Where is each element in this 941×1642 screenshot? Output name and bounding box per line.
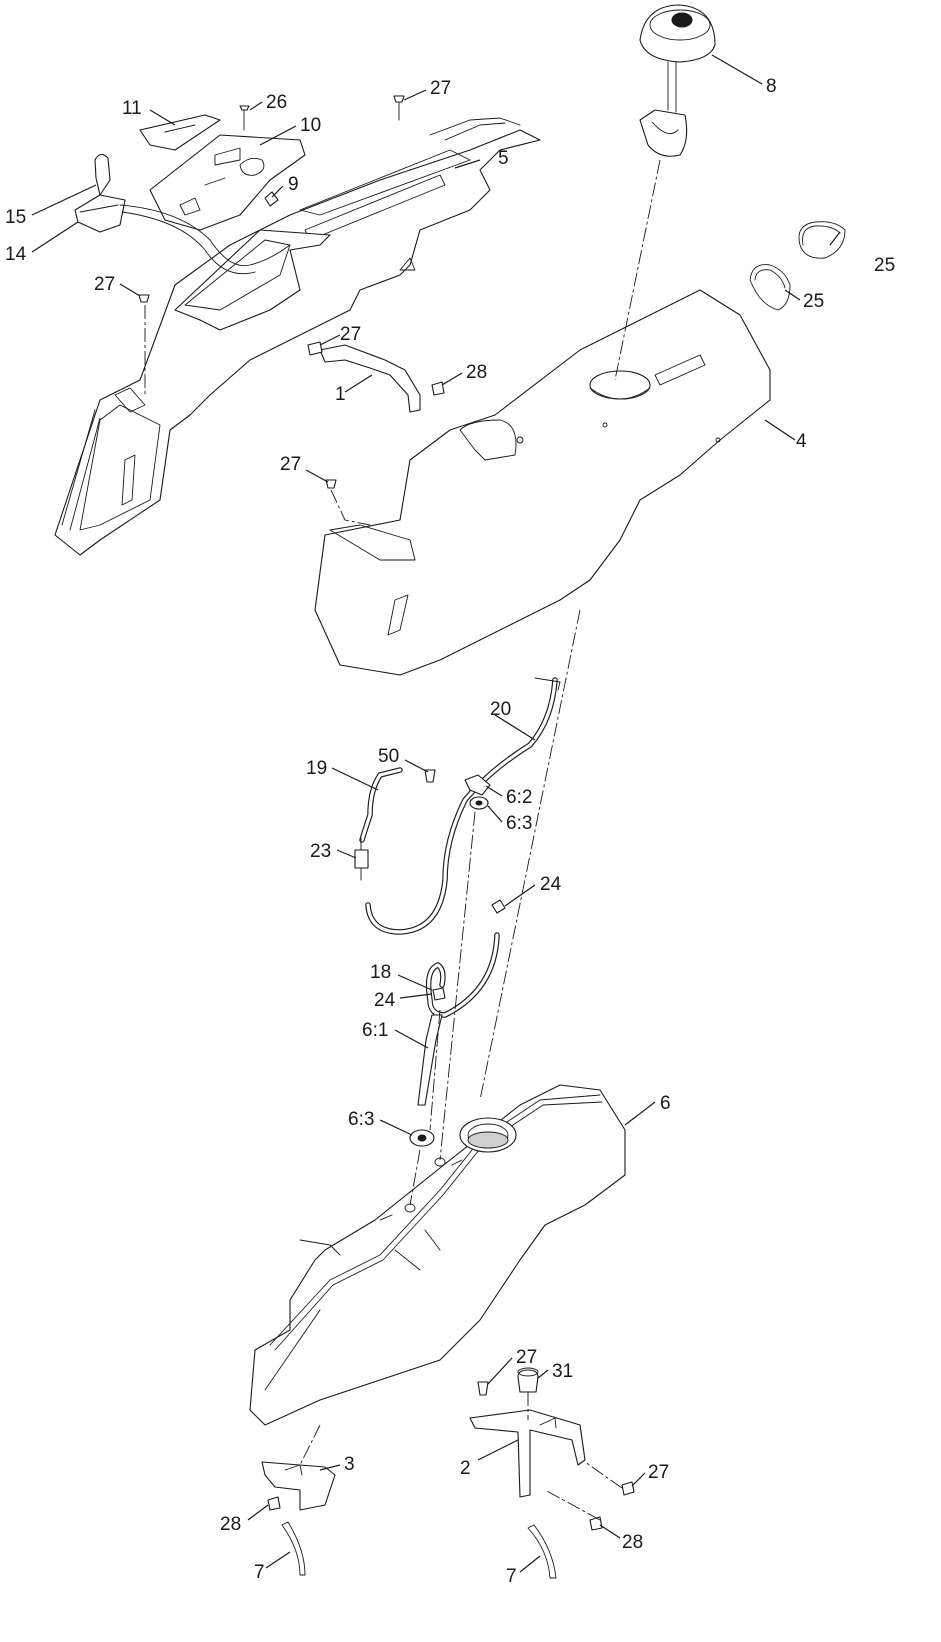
callout-20: 20 bbox=[490, 699, 511, 720]
fastener-28-upper bbox=[431, 381, 445, 396]
callout-27: 27 bbox=[94, 274, 115, 295]
callout-4: 4 bbox=[796, 431, 807, 452]
fastener-26-screw bbox=[239, 105, 250, 131]
callout-50: 50 bbox=[378, 746, 399, 767]
callout-5: 5 bbox=[498, 148, 509, 169]
callout-6-3: 6:3 bbox=[348, 1109, 374, 1130]
part-11-plate bbox=[139, 114, 221, 151]
leader-lines bbox=[31, 54, 841, 1573]
callout-23: 23 bbox=[310, 841, 331, 862]
part-5-upper-panel bbox=[54, 117, 541, 556]
callout-6-3: 6:3 bbox=[506, 813, 532, 834]
fastener-28-lower-left bbox=[267, 1496, 281, 1511]
part-24-clamp-lower bbox=[432, 987, 446, 1001]
callout-7: 7 bbox=[254, 1562, 265, 1583]
part-7-clip-right bbox=[527, 1524, 557, 1579]
callout-1: 1 bbox=[335, 384, 346, 405]
part-4-tank-cover bbox=[314, 289, 771, 676]
part-25-strap-lower bbox=[749, 264, 791, 311]
callout-27: 27 bbox=[340, 324, 361, 345]
callout-27: 27 bbox=[280, 454, 301, 475]
part-8-fuel-cap bbox=[639, 4, 716, 157]
callout-18: 18 bbox=[370, 962, 391, 983]
callout-labels: 8 27 26 11 10 5 9 15 14 25 27 25 27 28 1… bbox=[5, 76, 895, 1587]
part-2-bracket bbox=[469, 1367, 586, 1498]
callout-19: 19 bbox=[306, 758, 327, 779]
part-6-3-grommet-upper bbox=[469, 796, 489, 810]
part-3-bracket bbox=[261, 1461, 336, 1511]
fastener-27-lower bbox=[621, 1481, 635, 1496]
callout-26: 26 bbox=[266, 92, 287, 113]
callout-2: 2 bbox=[460, 1458, 471, 1479]
callout-7: 7 bbox=[506, 1566, 517, 1587]
part-10-bracket-plate bbox=[149, 134, 306, 231]
callout-14: 14 bbox=[5, 244, 27, 265]
fastener-27-bracket1 bbox=[307, 341, 323, 356]
callout-8: 8 bbox=[766, 76, 777, 97]
part-1-bracket bbox=[319, 344, 421, 413]
callout-25: 25 bbox=[874, 255, 895, 276]
callout-6-1: 6:1 bbox=[362, 1020, 388, 1041]
part-6-2-elbow bbox=[464, 774, 491, 796]
callout-28: 28 bbox=[622, 1532, 643, 1553]
callout-11: 11 bbox=[122, 98, 142, 119]
callout-10: 10 bbox=[300, 115, 321, 136]
callout-9: 9 bbox=[288, 174, 299, 195]
callout-24: 24 bbox=[540, 874, 562, 895]
part-6-fuel-tank bbox=[249, 1084, 626, 1426]
callout-24: 24 bbox=[374, 990, 396, 1011]
callout-31: 31 bbox=[552, 1361, 573, 1382]
fastener-27-mid bbox=[325, 479, 337, 489]
callout-6: 6 bbox=[660, 1093, 671, 1114]
callout-27: 27 bbox=[430, 78, 451, 99]
part-24-clamp-upper bbox=[491, 899, 506, 914]
callout-27: 27 bbox=[648, 1462, 669, 1483]
part-20-fuel-line bbox=[365, 677, 561, 935]
part-19-hose bbox=[359, 767, 403, 843]
fastener-28-lower-right bbox=[589, 1516, 603, 1531]
callout-6-2: 6:2 bbox=[506, 787, 532, 808]
part-9-clip bbox=[264, 191, 279, 207]
callout-28: 28 bbox=[220, 1514, 241, 1535]
callout-15: 15 bbox=[5, 207, 26, 228]
fastener-27-left bbox=[138, 294, 150, 303]
part-6-1-pickup-tube bbox=[417, 1014, 443, 1106]
part-18-hose bbox=[425, 932, 500, 1018]
alignment-lines bbox=[144, 159, 661, 1521]
callout-28: 28 bbox=[466, 362, 487, 383]
part-23-connector bbox=[354, 837, 369, 881]
part-7-clip-left bbox=[281, 1521, 306, 1576]
part-50-fitting bbox=[424, 769, 436, 783]
callout-3: 3 bbox=[344, 1454, 355, 1475]
callout-27: 27 bbox=[516, 1347, 537, 1368]
part-6-3-grommet-lower bbox=[409, 1129, 435, 1147]
fastener-27-top bbox=[393, 95, 405, 121]
part-25-strap-upper bbox=[798, 221, 846, 259]
callout-25: 25 bbox=[803, 291, 824, 312]
